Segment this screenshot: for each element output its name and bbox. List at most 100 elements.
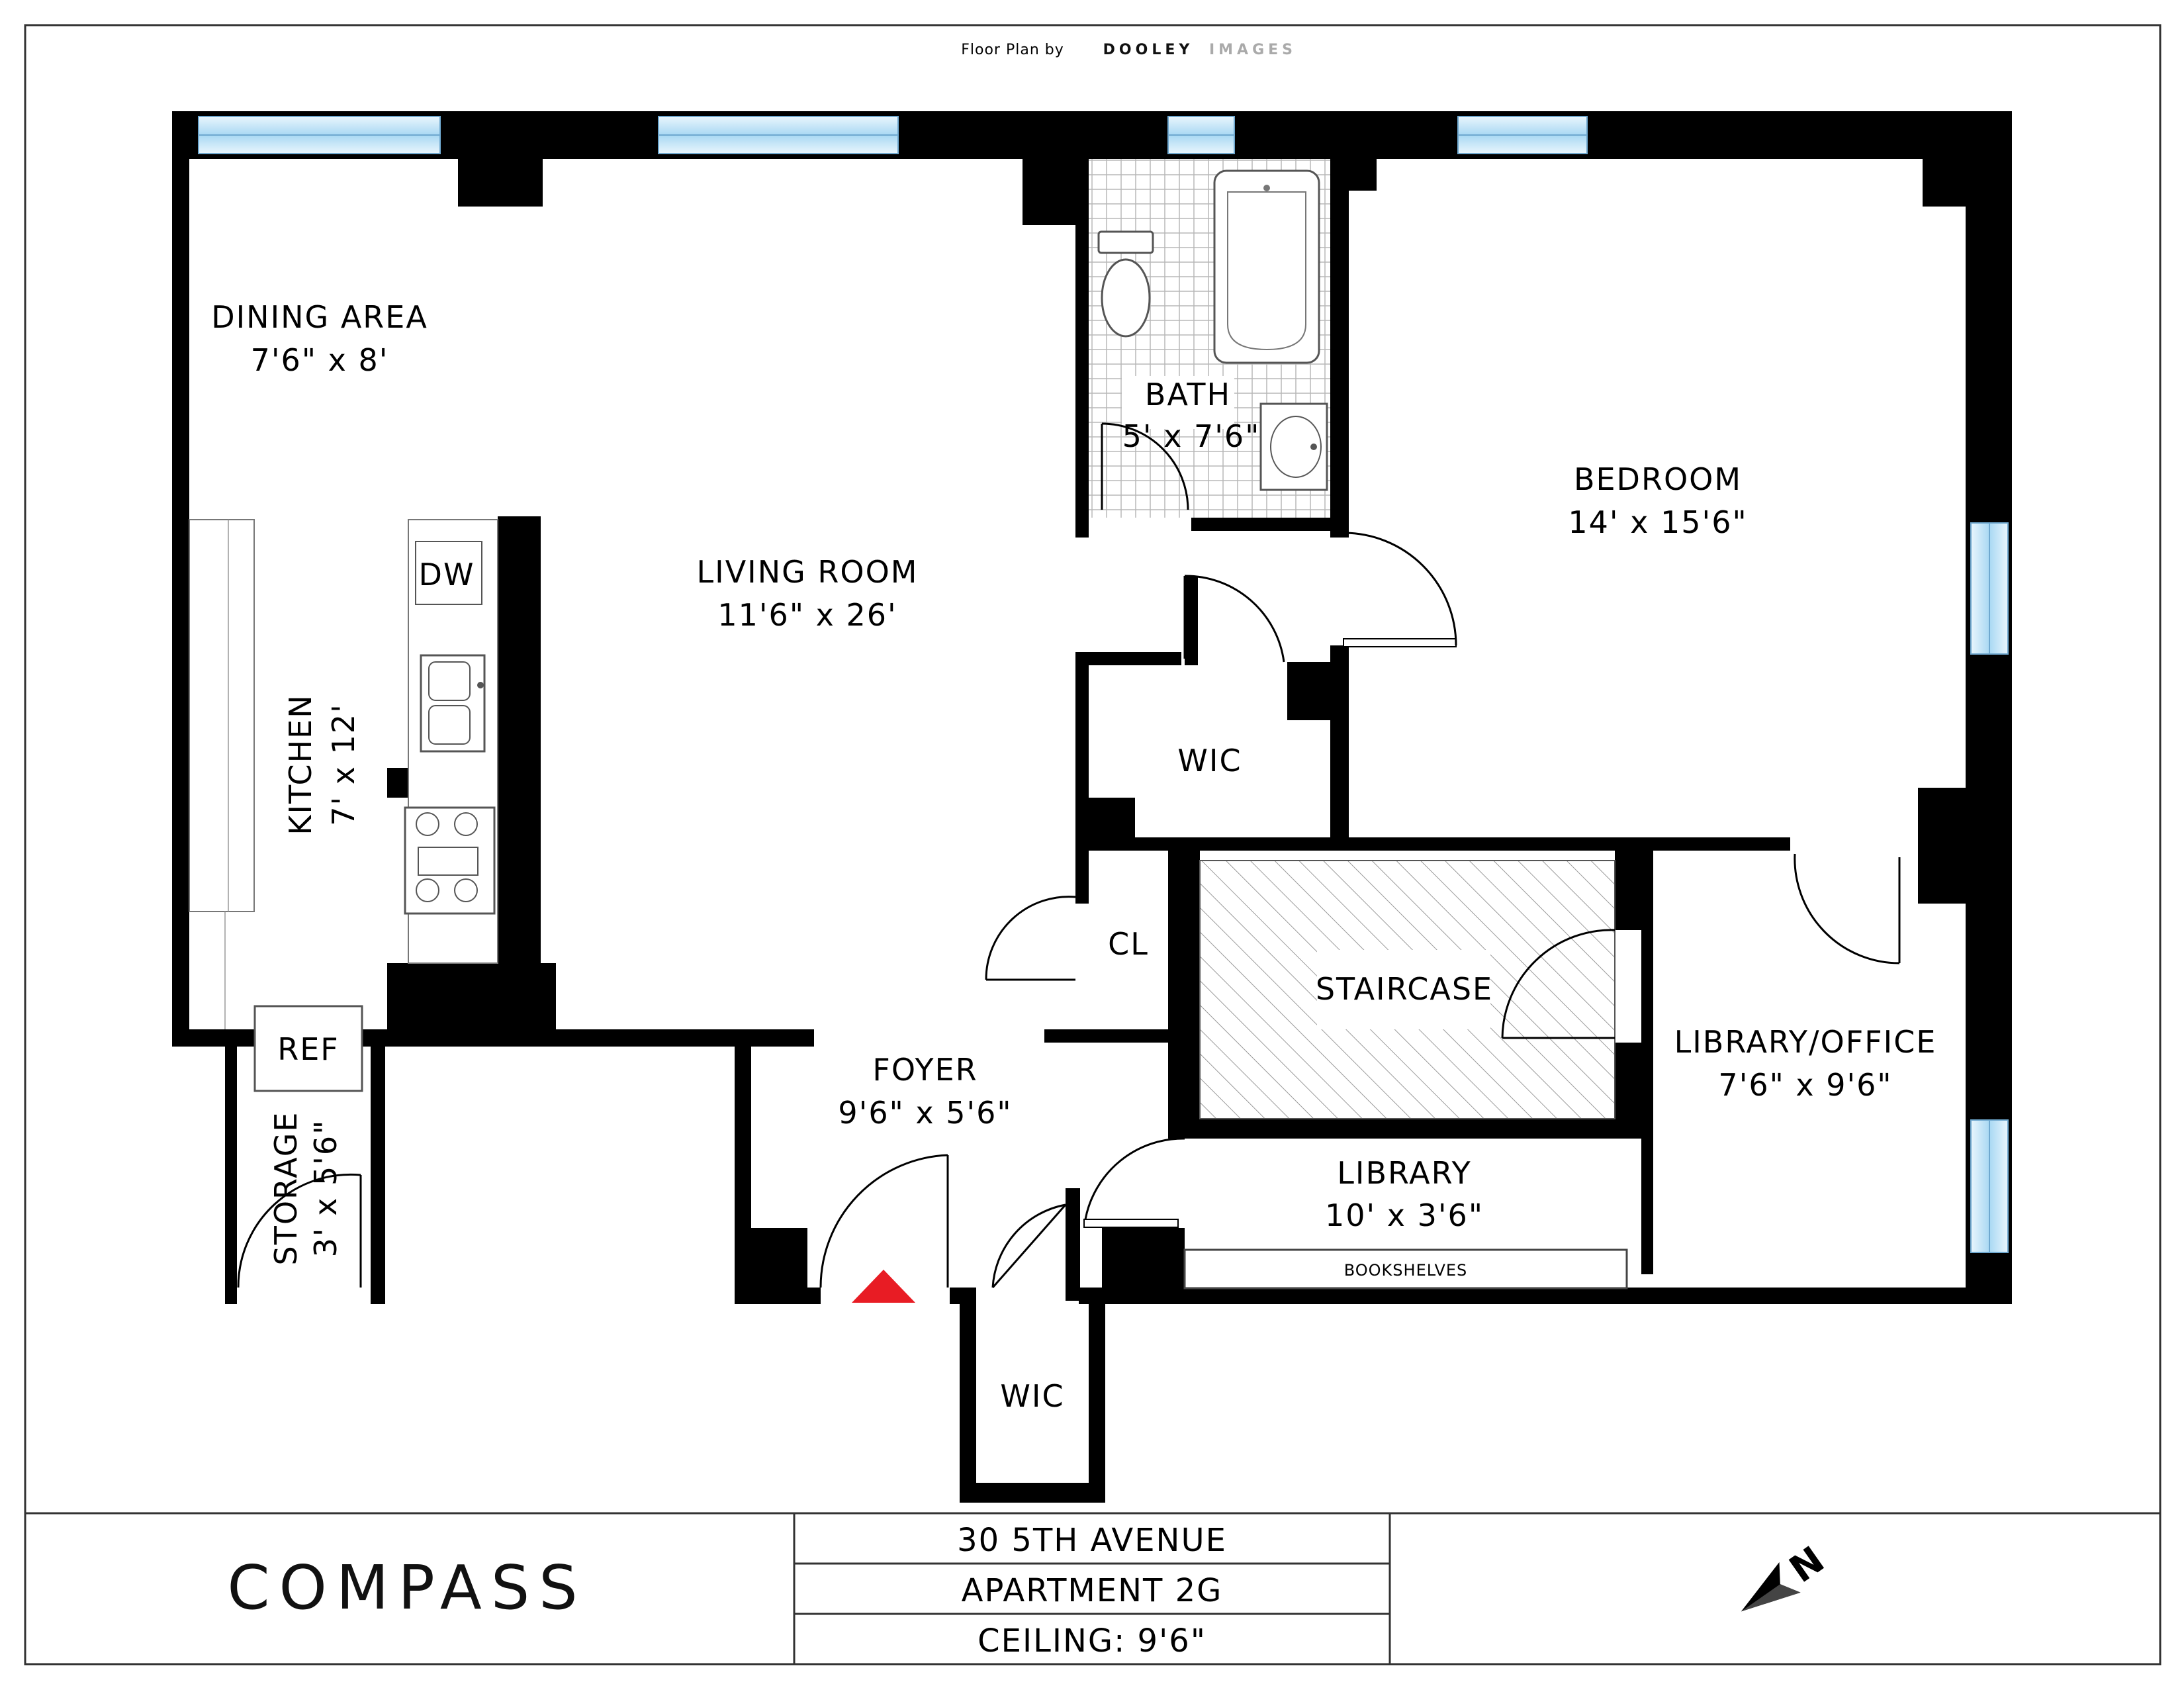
kitchen-fixtures: DW REF — [189, 519, 498, 1092]
bedroom-name: BEDROOM — [1574, 461, 1742, 497]
refrigerator-label: REF — [277, 1031, 340, 1067]
staircase-label: STAIRCASE — [1316, 971, 1493, 1007]
title-block: COMPASS 30 5TH AVENUE APARTMENT 2G CEILI… — [25, 1512, 2160, 1664]
storage-door-swing — [237, 1173, 361, 1288]
bookshelves-unit — [1183, 1248, 1628, 1289]
kitchen-dims: 7' x 12' — [326, 703, 361, 826]
closet-door-swing — [985, 896, 1076, 980]
entry-marker-icon — [852, 1270, 915, 1303]
living-room-dims: 11'6" x 26' — [717, 597, 897, 633]
dishwasher-label: DW — [419, 557, 475, 592]
wall-stair-left — [1168, 851, 1200, 1129]
library-door-swing — [1084, 1137, 1185, 1220]
wic-door-swing — [1184, 575, 1285, 663]
wall-wic-foyer-left — [960, 1288, 976, 1503]
staircase: STAIRCASE — [1199, 860, 1615, 1119]
wall-stair-bottom — [1168, 1119, 1631, 1139]
wall-pier-library-office — [1918, 788, 1968, 904]
bedroom-door-leaf — [1343, 638, 1457, 647]
wall-wic-foyer-right — [1089, 1288, 1105, 1503]
wall-storage-right — [371, 1046, 385, 1304]
wall-pier-right — [1923, 159, 1969, 207]
bath-door-swing — [1101, 422, 1189, 510]
wall-bath-left — [1075, 212, 1089, 538]
plan-credit: Floor Plan by DOOLEY IMAGES — [961, 42, 1297, 58]
refrigerator — [253, 1005, 363, 1092]
bedroom-door-swing — [1343, 532, 1457, 646]
dining-area-dims: 7'6" x 8' — [251, 342, 389, 378]
credit-prefix: Floor Plan by — [961, 42, 1064, 58]
dining-area-name: DINING AREA — [211, 299, 428, 335]
wall-bottom-right — [1102, 1288, 2012, 1304]
wall-pier-dining — [458, 159, 543, 207]
burner — [416, 812, 439, 836]
wall-stair-right-bottom — [1615, 1043, 1641, 1139]
entry-door-swing — [819, 1154, 948, 1288]
bathtub — [1213, 169, 1320, 364]
library-door-leaf — [1083, 1219, 1179, 1228]
foyer-wic-door-swing — [991, 1203, 1066, 1288]
wall-library-office-left — [1641, 851, 1653, 1274]
wall-wic-door-jamb — [1185, 576, 1198, 665]
ceiling-height: CEILING: 9'6" — [978, 1622, 1206, 1660]
storage-dims: 3' x 5'6" — [308, 1119, 343, 1258]
wall-wic-bottom — [1075, 837, 1790, 851]
wall-right — [1966, 111, 2012, 1303]
wall-left — [172, 111, 189, 1045]
staircase-door-swing — [1501, 929, 1615, 1039]
bath-fixtures — [1089, 159, 1330, 518]
wall-kitchen-bottom-pier — [387, 963, 556, 1046]
closet-name: CL — [1108, 926, 1149, 962]
bath-dims: 5' x 7'6" — [1122, 418, 1261, 454]
page-border — [24, 24, 2161, 1665]
library-office-name: LIBRARY/OFFICE — [1674, 1024, 1937, 1060]
toilet-bowl — [1101, 258, 1151, 338]
wall-storage-left — [225, 1046, 237, 1304]
foyer-name: FOYER — [872, 1052, 978, 1088]
wall-kitchen-right — [498, 516, 541, 966]
wall-top — [172, 111, 2012, 159]
address: 30 5TH AVENUE — [957, 1522, 1227, 1559]
room-labels: DINING AREA 7'6" x 8' LIVING ROOM 11'6" … — [211, 299, 1937, 1414]
wall-bottom-link — [1079, 1288, 1105, 1304]
compass-logo: COMPASS — [227, 1552, 586, 1623]
wall-wic-right — [1330, 645, 1349, 851]
wall-wic-top — [1075, 652, 1181, 665]
wall-foyer-right-jamb — [1066, 1188, 1080, 1301]
library-name: LIBRARY — [1337, 1155, 1471, 1191]
burner — [416, 878, 439, 902]
toilet-tank — [1097, 230, 1154, 254]
wall-cl-bottom — [1044, 1029, 1169, 1043]
apartment: APARTMENT 2G — [962, 1572, 1223, 1609]
north-letter: N — [1782, 1538, 1833, 1591]
wall-wic-foyer-bottom — [960, 1483, 1105, 1503]
wall-foyer-bottom-left — [735, 1288, 821, 1304]
bookshelves: BOOKSHELVES — [1183, 1248, 1628, 1289]
wall-bath-right — [1330, 159, 1349, 538]
north-arrow-icon: N — [1741, 1538, 1833, 1612]
living-room-name: LIVING ROOM — [697, 554, 919, 590]
burner — [454, 878, 478, 902]
wic-foyer-name: WIC — [1000, 1378, 1064, 1414]
foyer-dims: 9'6" x 5'6" — [838, 1095, 1012, 1131]
wall-wic-corner — [1287, 662, 1337, 720]
kitchen-counter-left — [189, 519, 255, 912]
credit-brand-light: IMAGES — [1209, 42, 1297, 58]
wall-bath-bottom — [1191, 518, 1342, 531]
kitchen-name: KITCHEN — [283, 694, 318, 835]
storage-name: STORAGE — [268, 1111, 304, 1266]
credit-brand-dark: DOOLEY — [1103, 42, 1194, 58]
sink-basin — [1270, 416, 1322, 478]
bedroom-dims: 14' x 15'6" — [1568, 504, 1747, 540]
wall-living-bottom-end — [811, 1029, 814, 1046]
bookshelves-label: BOOKSHELVES — [1344, 1261, 1468, 1280]
staircase-label-backing — [1317, 950, 1490, 1029]
burner — [454, 812, 478, 836]
bath-label-backing — [1122, 376, 1234, 429]
wic-bedroom-name: WIC — [1177, 743, 1242, 778]
wall-stair-right-top — [1615, 851, 1641, 930]
wall-cl-left — [1075, 851, 1089, 904]
bath-name: BATH — [1145, 377, 1231, 412]
windows — [198, 116, 2009, 1253]
